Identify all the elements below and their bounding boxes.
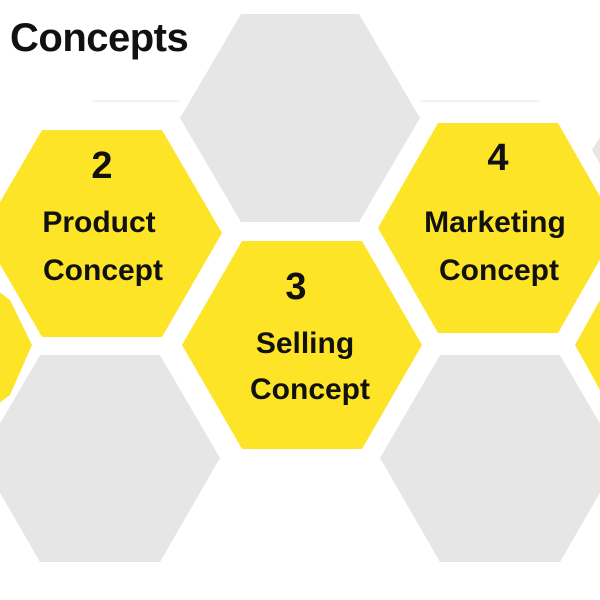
hex-neutral-top	[180, 14, 420, 222]
selling-concept-label-line1: Selling	[256, 327, 354, 360]
hex-neutral-bottom-right	[380, 355, 600, 562]
hex-neutral-right-edge	[592, 137, 600, 165]
marketing-concept-number: 4	[487, 137, 508, 179]
hex-yellow-left-edge	[0, 292, 32, 403]
marketing-concept-label-line2: Concept	[439, 254, 559, 287]
hex-product-concept	[0, 130, 222, 337]
product-concept-number: 2	[91, 145, 112, 187]
marketing-concept-label-line1: Marketing	[424, 206, 566, 239]
hex-marketing-concept	[378, 123, 600, 333]
diagram-title: Concepts	[10, 16, 189, 60]
hex-selling-concept	[182, 241, 422, 449]
product-concept-label-line1: Product	[42, 206, 155, 239]
product-concept-label-line2: Concept	[43, 254, 163, 287]
divider-right	[420, 100, 540, 102]
hex-yellow-right-edge	[575, 300, 600, 390]
hex-neutral-bottom-left	[0, 355, 220, 562]
selling-concept-label-line2: Concept	[250, 373, 370, 406]
selling-concept-number: 3	[285, 266, 306, 308]
divider-left	[92, 100, 180, 102]
